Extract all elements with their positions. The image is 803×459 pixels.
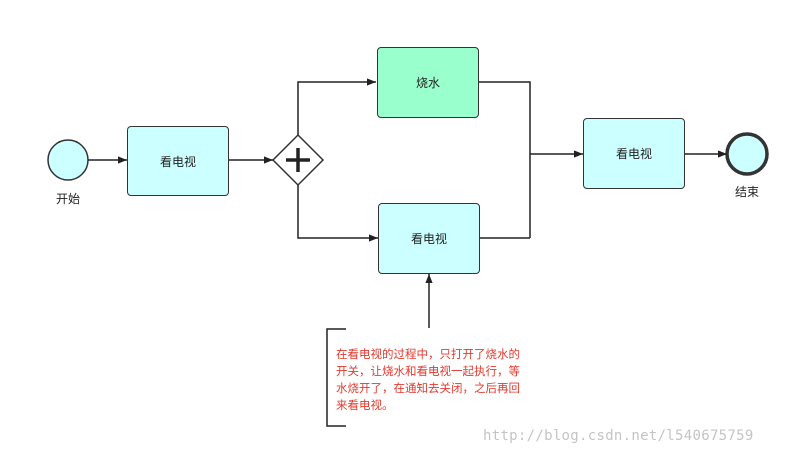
start-event-label: 开始 (55, 192, 80, 206)
task-watch-tv-2-label: 看电视 (410, 232, 447, 246)
task-boil-water-label: 烧水 (415, 76, 440, 90)
end-event[interactable] (725, 132, 769, 176)
parallel-gateway[interactable] (271, 133, 325, 187)
task-watch-tv-1[interactable]: 看电视 (127, 126, 229, 196)
annotation-bracket (326, 328, 346, 427)
end-event-label: 结束 (734, 185, 759, 199)
start-event[interactable] (47, 139, 89, 181)
flow-gateway-to-task2 (297, 185, 378, 242)
text-annotation: 在看电视的过程中，只打开了烧水的开关，让烧水和看电视一起执行，等水烧开了，在通知… (336, 347, 520, 412)
task-watch-tv-1-label: 看电视 (159, 154, 196, 169)
task-boil-water[interactable]: 烧水 (377, 47, 479, 118)
task-watch-tv-3[interactable]: 看电视 (583, 118, 685, 189)
flow-gateway-to-boil (297, 78, 376, 135)
task-watch-tv-3-label: 看电视 (615, 147, 652, 161)
task-watch-tv-2[interactable]: 看电视 (378, 203, 480, 274)
watermark: http://blog.csdn.net/l540675759 (483, 428, 754, 444)
flow-boil-to-join (478, 81, 531, 238)
